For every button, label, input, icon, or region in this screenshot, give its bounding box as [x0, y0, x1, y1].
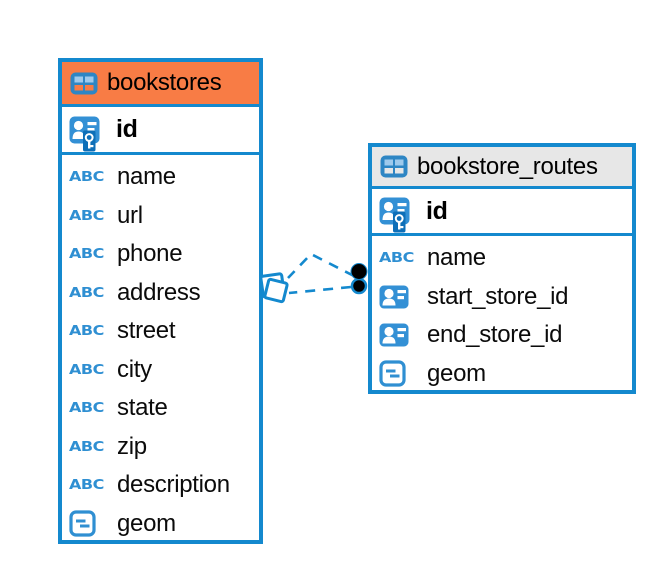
text-column-icon: ABC [69, 477, 104, 493]
column-row-end_store_id[interactable]: end_store_id [372, 316, 632, 355]
column-name: state [117, 394, 168, 422]
column-name: description [117, 471, 230, 499]
column-name: name [117, 163, 176, 191]
column-name: zip [117, 432, 147, 460]
column-row-name[interactable]: ABC name [372, 239, 632, 278]
fk-column-icon [379, 285, 417, 309]
one-end-circle-marker[interactable] [350, 263, 368, 295]
entity-title: bookstore_routes [417, 152, 598, 180]
column-name: phone [117, 240, 183, 268]
column-row-city[interactable]: ABC city [62, 351, 259, 390]
column-name: geom [427, 359, 486, 387]
column-name: geom [117, 509, 176, 537]
column-row-url[interactable]: ABC url [62, 197, 259, 236]
text-column-icon: ABC [69, 207, 104, 224]
pk-column-icon [379, 189, 417, 233]
column-name: url [117, 201, 143, 229]
text-column-icon: ABC [69, 169, 104, 185]
text-column-icon: ABC [69, 361, 104, 378]
column-name: city [117, 355, 152, 383]
text-column-icon: ABC [69, 400, 104, 416]
entity-bookstore-routes[interactable]: bookstore_routes id ABC name sta [368, 143, 636, 394]
column-name: address [117, 278, 201, 306]
column-row-name[interactable]: ABC name [62, 158, 259, 197]
column-list: ABC name start_store_id end_store_id geo… [372, 236, 632, 393]
fk-column-icon [379, 323, 417, 347]
column-name: name [427, 244, 486, 272]
entity-header-bookstore-routes[interactable]: bookstore_routes [372, 147, 632, 189]
column-row-phone[interactable]: ABC phone [62, 235, 259, 274]
column-name: end_store_id [427, 321, 563, 349]
column-row-geom[interactable]: geom [372, 355, 632, 394]
geometry-column-icon [379, 360, 417, 387]
pk-column-icon [69, 108, 107, 152]
many-end-diamond-marker[interactable] [259, 272, 289, 304]
column-row-start_store_id[interactable]: start_store_id [372, 278, 632, 317]
relationship-line-lower[interactable] [288, 285, 352, 295]
text-column-icon: ABC [69, 284, 104, 301]
text-column-icon: ABC [69, 438, 104, 455]
column-row-address[interactable]: ABC address [62, 274, 259, 313]
column-row-id[interactable]: id [62, 107, 259, 155]
entity-bookstores[interactable]: bookstores id ABC name ABC url ABC phone… [58, 58, 263, 544]
text-column-icon: ABC [379, 250, 414, 266]
column-name: id [426, 196, 448, 225]
column-row-geom[interactable]: geom [62, 505, 259, 544]
column-name: start_store_id [427, 282, 569, 310]
column-name: street [117, 317, 176, 345]
column-row-zip[interactable]: ABC zip [62, 428, 259, 467]
entity-header-bookstores[interactable]: bookstores [62, 62, 259, 107]
column-list: ABC name ABC url ABC phone ABC address A… [62, 155, 259, 543]
column-row-id[interactable]: id [372, 189, 632, 236]
table-icon [70, 72, 98, 95]
text-column-icon: ABC [69, 246, 104, 262]
table-icon [380, 155, 408, 178]
column-row-street[interactable]: ABC street [62, 312, 259, 351]
text-column-icon: ABC [69, 323, 104, 339]
relationship-line-upper[interactable] [287, 252, 355, 279]
column-name: id [116, 115, 138, 143]
geometry-column-icon [69, 510, 107, 537]
entity-title: bookstores [107, 69, 222, 96]
column-row-state[interactable]: ABC state [62, 389, 259, 428]
column-row-description[interactable]: ABC description [62, 466, 259, 505]
